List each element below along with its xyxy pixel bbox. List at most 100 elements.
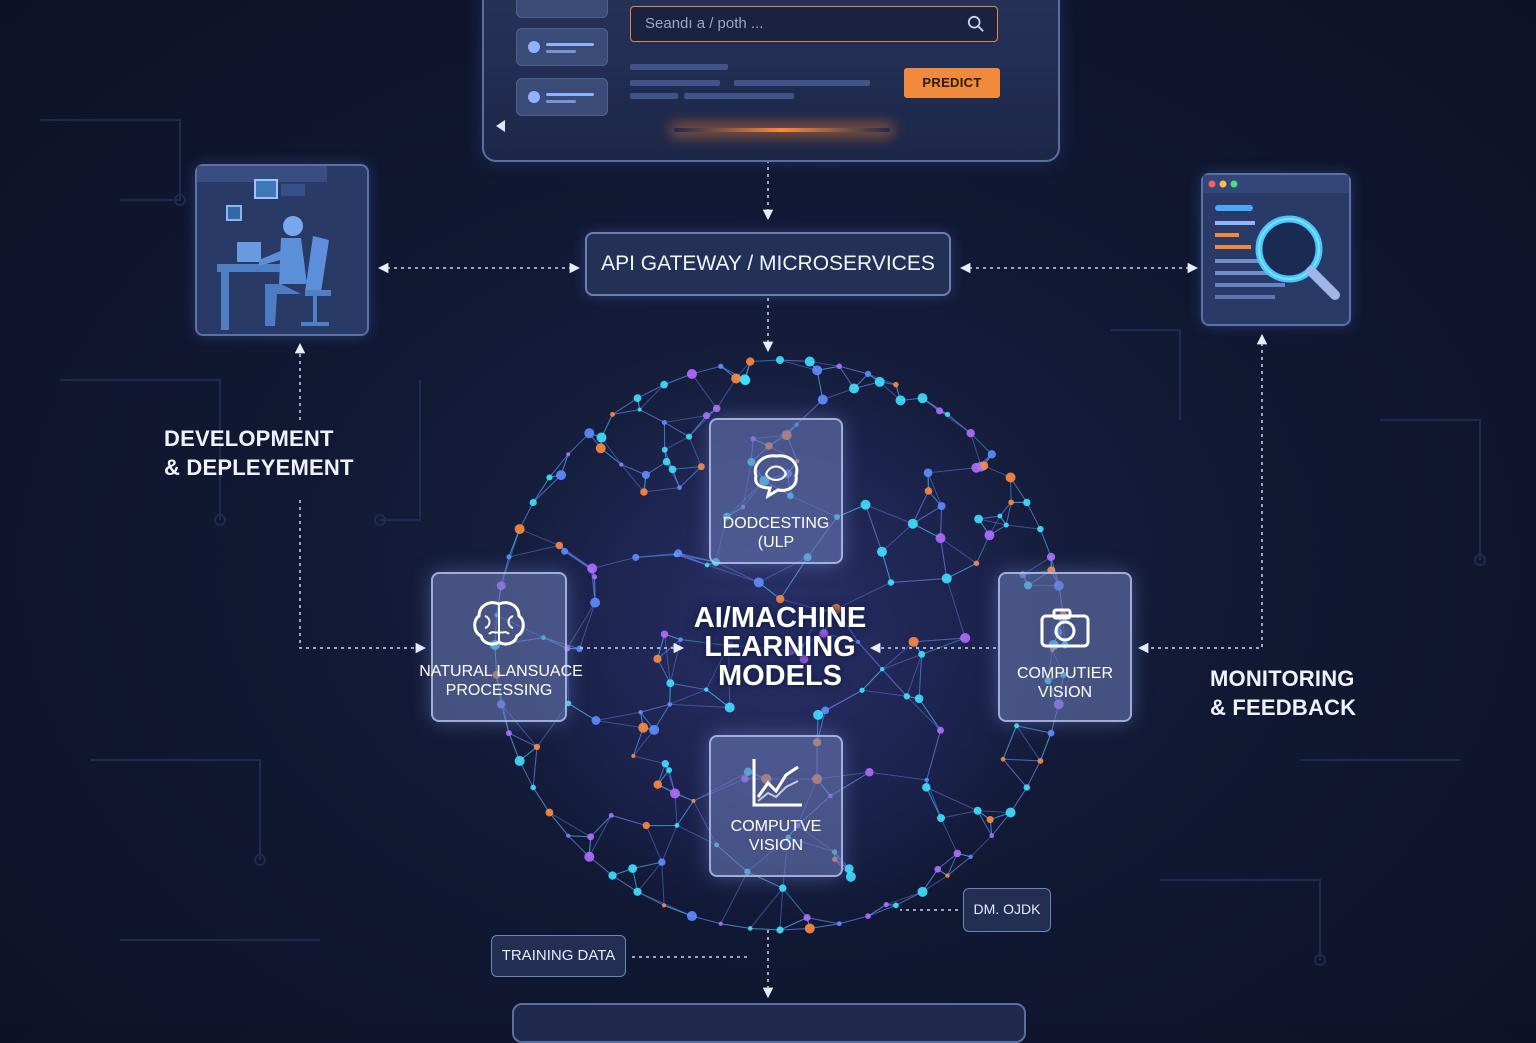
network-node: [638, 723, 648, 733]
card-top[interactable]: DODCESTING (ULP: [709, 418, 843, 564]
network-node: [698, 463, 705, 470]
data-ouk-box[interactable]: DM. OJDK: [963, 888, 1051, 932]
loading-glow: [674, 128, 890, 132]
development-label-line1: DEVELOPMENT: [164, 424, 354, 453]
network-node: [1048, 730, 1055, 737]
network-node: [619, 462, 623, 466]
network-node: [805, 923, 815, 933]
network-node: [506, 554, 511, 559]
network-node: [805, 357, 815, 367]
brain-icon: [471, 598, 527, 648]
text-line: [630, 93, 678, 99]
sidebar-item[interactable]: [516, 78, 608, 116]
monitoring-label-line2: & FEEDBACK: [1210, 693, 1356, 722]
network-node: [945, 412, 950, 417]
network-node: [938, 502, 946, 510]
card-bottom-line1: COMPUTVE: [711, 817, 841, 836]
network-node: [984, 530, 994, 540]
api-gateway-box[interactable]: API GATEWAY / MICROSERVICES: [585, 232, 951, 296]
brain-speech-icon: [746, 446, 806, 508]
network-node: [925, 487, 933, 495]
network-node: [670, 788, 680, 798]
network-node: [634, 394, 642, 402]
network-node: [597, 433, 607, 443]
network-node: [942, 573, 952, 583]
network-node: [725, 703, 735, 713]
network-node: [713, 405, 721, 413]
network-node: [632, 554, 639, 561]
sidebar-item[interactable]: [516, 28, 608, 66]
network-node: [666, 767, 672, 773]
network-node: [804, 914, 811, 921]
network-node: [686, 434, 692, 440]
network-node: [936, 533, 946, 543]
network-node: [754, 577, 764, 587]
network-node: [643, 822, 650, 829]
network-node: [546, 474, 552, 480]
network-node: [966, 429, 974, 437]
network-node: [534, 744, 540, 750]
search-icon[interactable]: [967, 15, 985, 33]
network-node: [719, 922, 723, 926]
center-title-line1: AI/MACHINE: [660, 604, 900, 633]
network-node: [687, 369, 697, 379]
network-node: [1024, 784, 1030, 790]
network-node: [865, 768, 873, 776]
network-node: [566, 452, 570, 456]
card-cv-line1: COMPUTIER: [1000, 664, 1130, 683]
network-node: [845, 864, 854, 873]
network-node: [1047, 553, 1055, 561]
sidebar-item[interactable]: [516, 0, 608, 18]
training-data-box[interactable]: TRAINING DATA: [491, 935, 626, 977]
network-node: [918, 393, 928, 403]
app-window: Seandı a / poth ... PREDICT: [482, 0, 1060, 162]
network-node: [904, 693, 910, 699]
network-node: [776, 926, 783, 933]
line-chart-icon: [748, 757, 804, 809]
network-node: [677, 485, 682, 490]
card-bottom[interactable]: COMPUTVE VISION: [709, 735, 843, 877]
network-node: [566, 834, 570, 838]
network-node: [662, 420, 667, 425]
network-node: [703, 412, 710, 419]
network-node: [837, 921, 842, 926]
network-node: [936, 407, 943, 414]
search-input[interactable]: Seandı a / poth ...: [630, 6, 998, 42]
network-node: [530, 499, 537, 506]
network-node: [687, 911, 697, 921]
text-line: [630, 64, 728, 70]
network-node: [836, 363, 842, 369]
network-node: [506, 730, 512, 736]
network-node: [584, 852, 594, 862]
card-top-line1: DODCESTING: [711, 514, 841, 533]
predict-button[interactable]: PREDICT: [904, 68, 1000, 98]
network-node: [740, 374, 750, 384]
network-node: [861, 500, 871, 510]
text-line: [630, 80, 720, 86]
network-node: [849, 383, 859, 393]
network-node: [779, 884, 786, 891]
monitoring-label-line1: MONITORING: [1210, 664, 1356, 693]
network-node: [546, 809, 554, 817]
center-title: AI/MACHINE LEARNING MODELS: [660, 604, 900, 691]
card-nlp[interactable]: NATURAL LANSUACE PROCESSING: [431, 572, 567, 722]
network-node: [631, 754, 635, 758]
network-node: [590, 598, 600, 608]
network-node: [658, 858, 665, 865]
developer-at-desk-icon: [197, 166, 367, 334]
monitoring-label: MONITORING & FEEDBACK: [1210, 664, 1356, 722]
network-node: [969, 855, 973, 859]
network-node: [937, 727, 944, 734]
development-label-line2: & DEPLEYEMENT: [164, 453, 354, 482]
network-node: [954, 850, 962, 858]
network-node: [893, 902, 899, 908]
back-arrow-icon[interactable]: [496, 120, 505, 132]
network-node: [865, 913, 871, 919]
network-node: [974, 515, 983, 524]
network-node: [587, 564, 597, 574]
network-node: [776, 356, 784, 364]
card-computer-vision[interactable]: COMPUTIER VISION: [998, 572, 1132, 722]
network-node: [669, 466, 677, 474]
network-node: [846, 872, 856, 882]
monitoring-illustration: [1201, 173, 1351, 326]
